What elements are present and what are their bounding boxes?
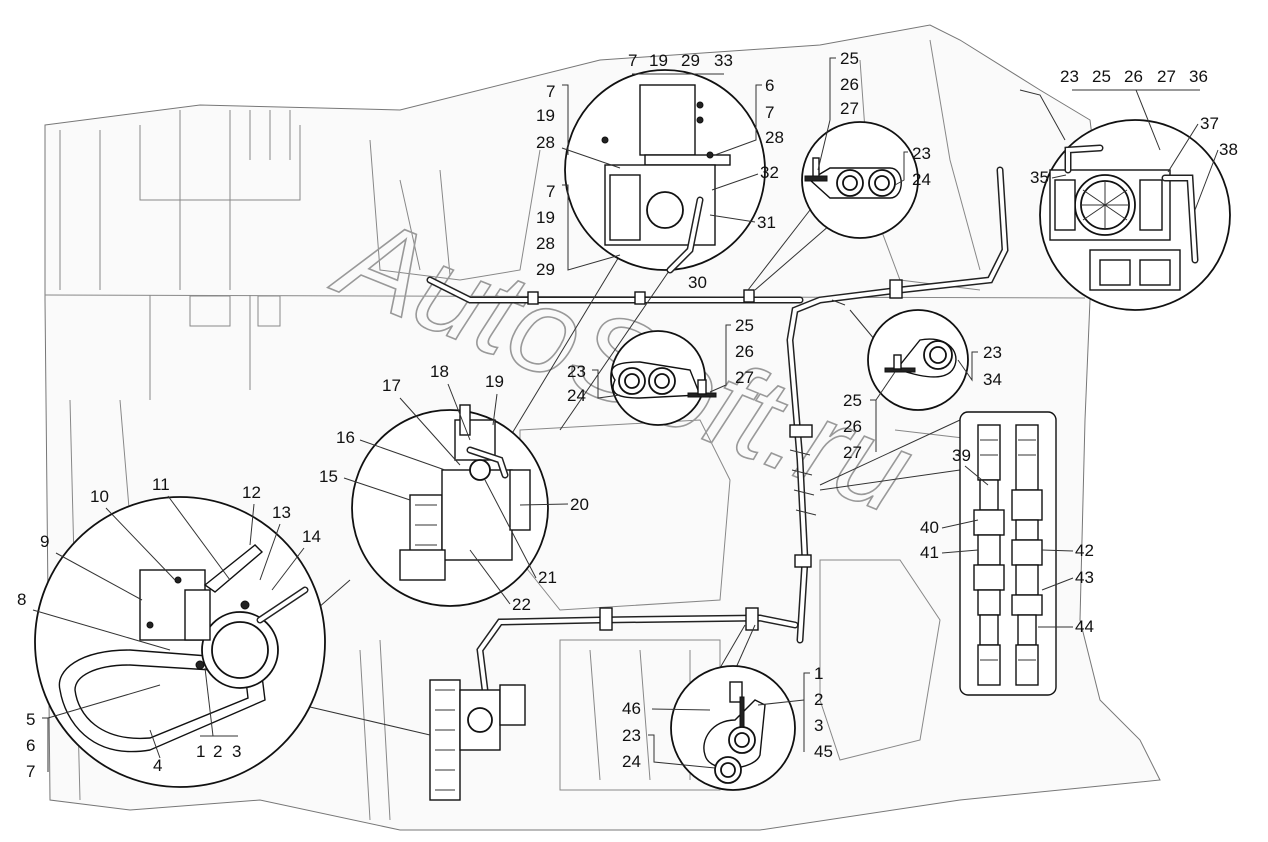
- part-callout-label: 28: [536, 234, 555, 253]
- detail-circle-clamp-top-labels: 25 26 27 23 24: [817, 49, 931, 189]
- part-callout-label: 32: [760, 163, 779, 182]
- detail-circle-clamp-middle-labels: 25 26 27 23 24: [567, 316, 754, 405]
- detail-circle-compressor-side-labels: 17 18 19 16 15 20 21 22: [319, 362, 589, 614]
- detail-circle-compressor-top: [504, 69, 766, 446]
- part-callout-label: 5: [26, 710, 35, 729]
- part-callout-label: 2: [814, 690, 823, 709]
- part-callout-label: 28: [765, 128, 784, 147]
- part-callout-label: 26: [843, 417, 862, 436]
- detail-panel-hose-couplings-labels: 39 40 41 42 43 44: [920, 446, 1094, 636]
- part-callout-label: 27: [735, 368, 754, 387]
- part-callout-label: 21: [538, 568, 557, 587]
- part-callout-label: 20: [570, 495, 589, 514]
- part-callout-label: 38: [1219, 140, 1238, 159]
- part-callout-label: 3: [814, 716, 823, 735]
- part-callout-label: 19: [536, 208, 555, 227]
- part-callout-label: 29: [536, 260, 555, 279]
- part-callout-label: 13: [272, 503, 291, 522]
- part-callout-label: 10: [90, 487, 109, 506]
- detail-circle-condenser-fan-labels: 23 25 26 27 36 37 38 35: [1030, 67, 1238, 211]
- detail-circle-clamp-right-labels: 23 34 25 26 27: [843, 343, 1002, 462]
- detail-circle-belt-tensioner: [34, 496, 431, 788]
- part-callout-label: 6: [26, 736, 35, 755]
- part-callout-label: 8: [17, 590, 26, 609]
- part-callout-label: 23: [567, 362, 586, 381]
- part-callout-label: 25: [840, 49, 859, 68]
- detail-circle-belt-tensioner-labels: 11 10 12 13 14 9 8 5 6 7 4 1 2 3: [17, 475, 321, 781]
- part-callout-label: 6: [765, 76, 774, 95]
- part-callout-label: 41: [920, 543, 939, 562]
- part-callout-label: 39: [952, 446, 971, 465]
- part-callout-label: 24: [567, 386, 586, 405]
- compressor-assembly-lower: [429, 679, 526, 801]
- part-callout-label: 7: [546, 82, 555, 101]
- part-callout-label: 25: [843, 391, 862, 410]
- part-callout-label: 27: [1157, 67, 1176, 86]
- part-callout-label: 16: [336, 428, 355, 447]
- detail-circle-clamp-middle: [610, 330, 717, 426]
- detail-circle-compressor-top-labels: 7 19 29 33 7 19 28 7 19 28 29 6 7 28 32 …: [536, 51, 784, 292]
- detail-circle-clamp-right: [831, 299, 969, 411]
- detail-circle-clamp-top: [747, 121, 919, 291]
- part-callout-label: 7: [765, 103, 774, 122]
- part-callout-label: 3: [232, 742, 241, 761]
- part-callout-label: 27: [840, 99, 859, 118]
- part-callout-label: 23: [1060, 67, 1079, 86]
- detail-circle-clamp-lower: [670, 624, 796, 791]
- detail-circle-clamp-lower-labels: 1 2 3 45 46 23 24: [622, 664, 833, 771]
- part-callout-label: 1: [196, 742, 205, 761]
- part-callout-label: 26: [735, 342, 754, 361]
- part-callout-label: 42: [1075, 541, 1094, 560]
- part-callout-label: 27: [843, 443, 862, 462]
- detail-circle-compressor-side: [351, 404, 549, 607]
- part-callout-label: 14: [302, 527, 321, 546]
- part-callout-label: 26: [840, 75, 859, 94]
- part-callout-label: 25: [735, 316, 754, 335]
- part-callout-label: 25: [1092, 67, 1111, 86]
- part-callout-label: 2: [213, 742, 222, 761]
- part-callout-label: 19: [485, 372, 504, 391]
- part-callout-label: 24: [912, 170, 931, 189]
- part-callout-label: 23: [983, 343, 1002, 362]
- part-callout-label: 24: [622, 752, 641, 771]
- part-callout-label: 19: [536, 106, 555, 125]
- part-callout-label: 37: [1200, 114, 1219, 133]
- part-callout-label: 23: [622, 726, 641, 745]
- part-callout-label: 36: [1189, 67, 1208, 86]
- part-callout-label: 46: [622, 699, 641, 718]
- part-callout-label: 31: [757, 213, 776, 232]
- part-callout-label: 23: [912, 144, 931, 163]
- part-callout-label: 1: [814, 664, 823, 683]
- detail-panel-hose-couplings: [819, 411, 1057, 696]
- part-callout-label: 26: [1124, 67, 1143, 86]
- part-callout-label: 15: [319, 467, 338, 486]
- part-callout-label: 4: [153, 756, 162, 775]
- part-callout-label: 33: [714, 51, 733, 70]
- part-callout-label: 44: [1075, 617, 1094, 636]
- detail-circle-condenser-fan: [1019, 89, 1231, 311]
- part-callout-label: 35: [1030, 168, 1049, 187]
- part-callout-label: 9: [40, 532, 49, 551]
- part-callout-label: 29: [681, 51, 700, 70]
- part-callout-label: 43: [1075, 568, 1094, 587]
- part-callout-label: 7: [628, 51, 637, 70]
- pipe-routes: [426, 166, 1009, 694]
- part-callout-label: 34: [983, 370, 1002, 389]
- part-callout-label: 18: [430, 362, 449, 381]
- part-callout-label: 30: [688, 273, 707, 292]
- part-callout-label: 7: [26, 762, 35, 781]
- part-callout-label: 19: [649, 51, 668, 70]
- part-callout-label: 22: [512, 595, 531, 614]
- part-callout-label: 40: [920, 518, 939, 537]
- part-callout-label: 28: [536, 133, 555, 152]
- part-callout-label: 17: [382, 376, 401, 395]
- part-callout-label: 7: [546, 182, 555, 201]
- part-callout-label: 45: [814, 742, 833, 761]
- part-callout-label: 12: [242, 483, 261, 502]
- part-callout-label: 11: [152, 475, 170, 494]
